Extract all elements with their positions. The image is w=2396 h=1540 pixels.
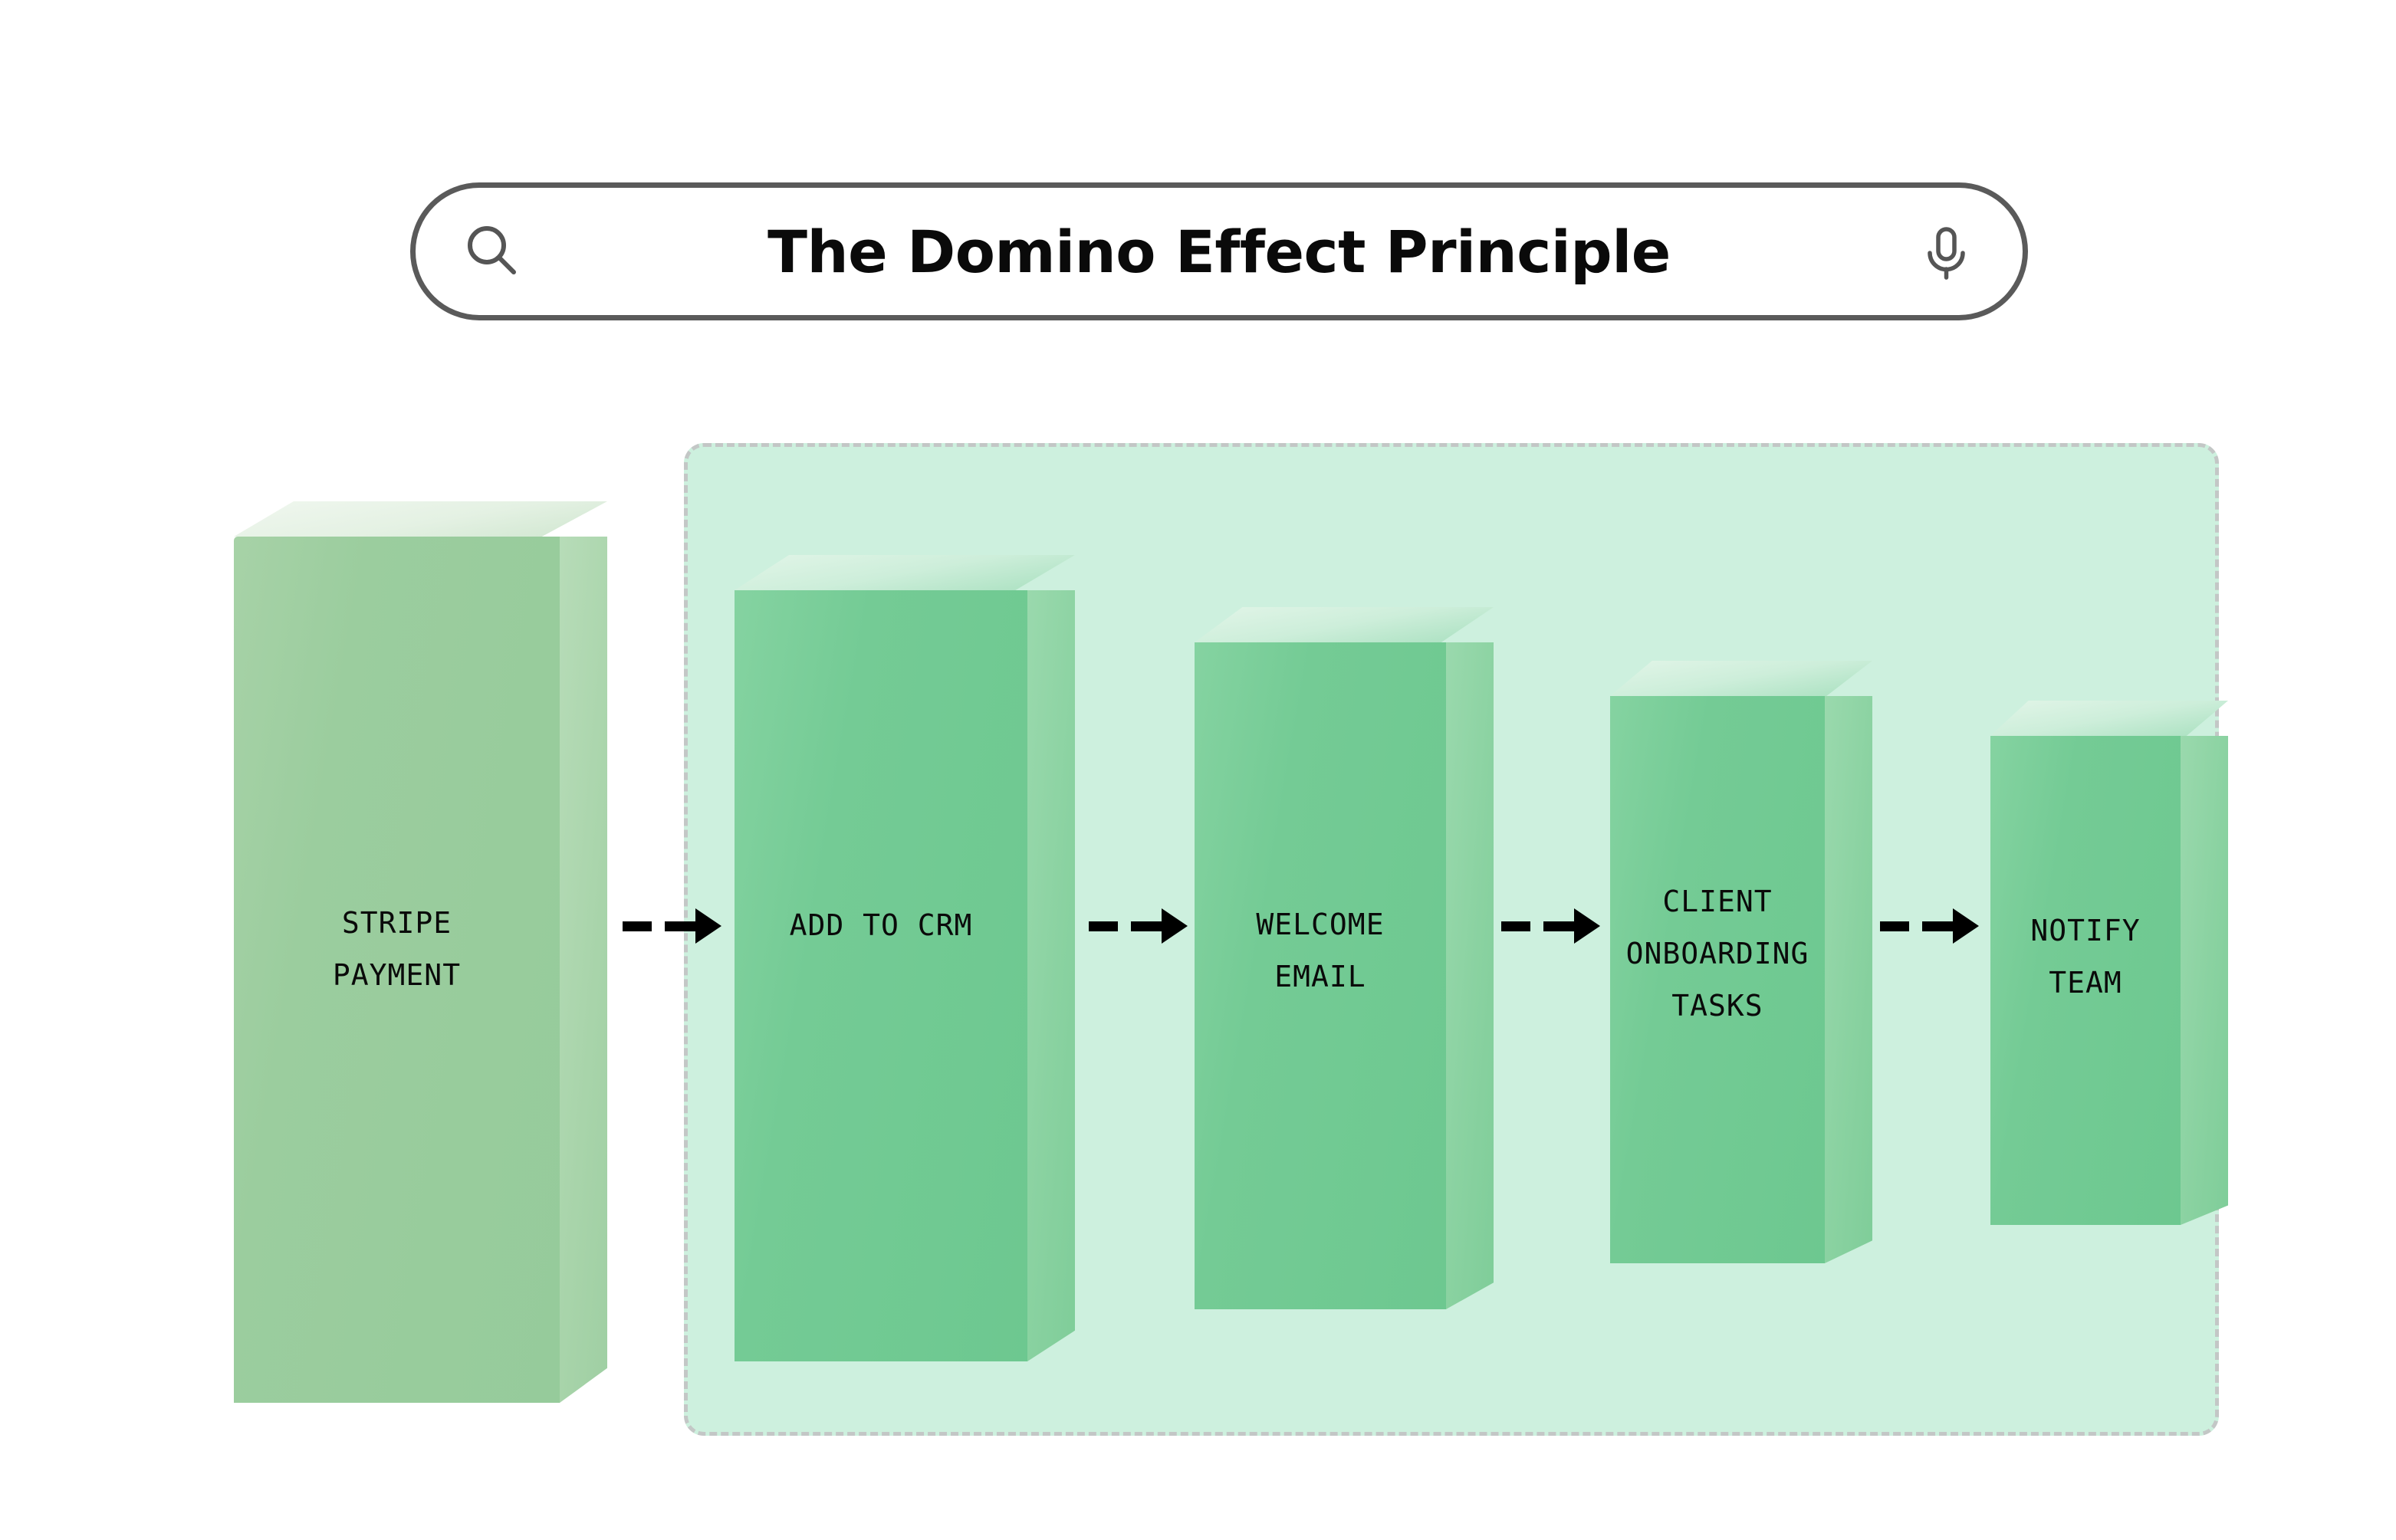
domino-top-face: [1195, 607, 1494, 642]
search-icon[interactable]: [455, 215, 529, 288]
domino-front-face: [1990, 736, 2181, 1225]
arrow-dash: [1501, 921, 1530, 931]
flow-arrow-1: [623, 908, 721, 944]
page-title: The Domino Effect Principle: [767, 217, 1671, 286]
arrow-dash: [623, 921, 652, 931]
domino-block-trigger[interactable]: STRIPE PAYMENT: [234, 501, 607, 1403]
arrow-stem: [1131, 921, 1162, 931]
domino-front-face: [1610, 696, 1825, 1263]
domino-front-face: [234, 537, 560, 1403]
flow-arrow-2: [1089, 908, 1188, 944]
search-bar[interactable]: The Domino Effect Principle: [410, 182, 2028, 320]
domino-block-client-onboarding-tasks[interactable]: CLIENT ONBOARDING TASKS: [1610, 661, 1872, 1263]
domino-front-face: [1195, 642, 1446, 1309]
domino-side-face: [2181, 736, 2228, 1225]
domino-top-face: [735, 555, 1075, 590]
domino-top-face: [1990, 701, 2228, 736]
arrow-dash: [1089, 921, 1118, 931]
domino-front-face: [735, 590, 1027, 1361]
domino-block-welcome-email[interactable]: WELCOME EMAIL: [1195, 607, 1494, 1309]
domino-side-face: [1027, 590, 1075, 1361]
arrow-head: [1162, 908, 1188, 944]
flow-arrow-3: [1501, 908, 1600, 944]
domino-block-notify-team[interactable]: NOTIFY TEAM: [1990, 701, 2228, 1225]
domino-side-face: [1825, 696, 1872, 1263]
arrow-stem: [665, 921, 695, 931]
domino-top-face: [234, 501, 607, 537]
domino-block-add-to-crm[interactable]: ADD TO CRM: [735, 555, 1075, 1361]
microphone-icon[interactable]: [1909, 215, 1983, 288]
flow-arrow-4: [1880, 908, 1979, 944]
domino-side-face: [560, 537, 607, 1403]
arrow-head: [1574, 908, 1600, 944]
arrow-stem: [1543, 921, 1574, 931]
arrow-head: [1953, 908, 1979, 944]
domino-side-face: [1446, 642, 1494, 1309]
arrow-head: [695, 908, 721, 944]
domino-top-face: [1610, 661, 1872, 696]
arrow-stem: [1922, 921, 1953, 931]
arrow-dash: [1880, 921, 1909, 931]
